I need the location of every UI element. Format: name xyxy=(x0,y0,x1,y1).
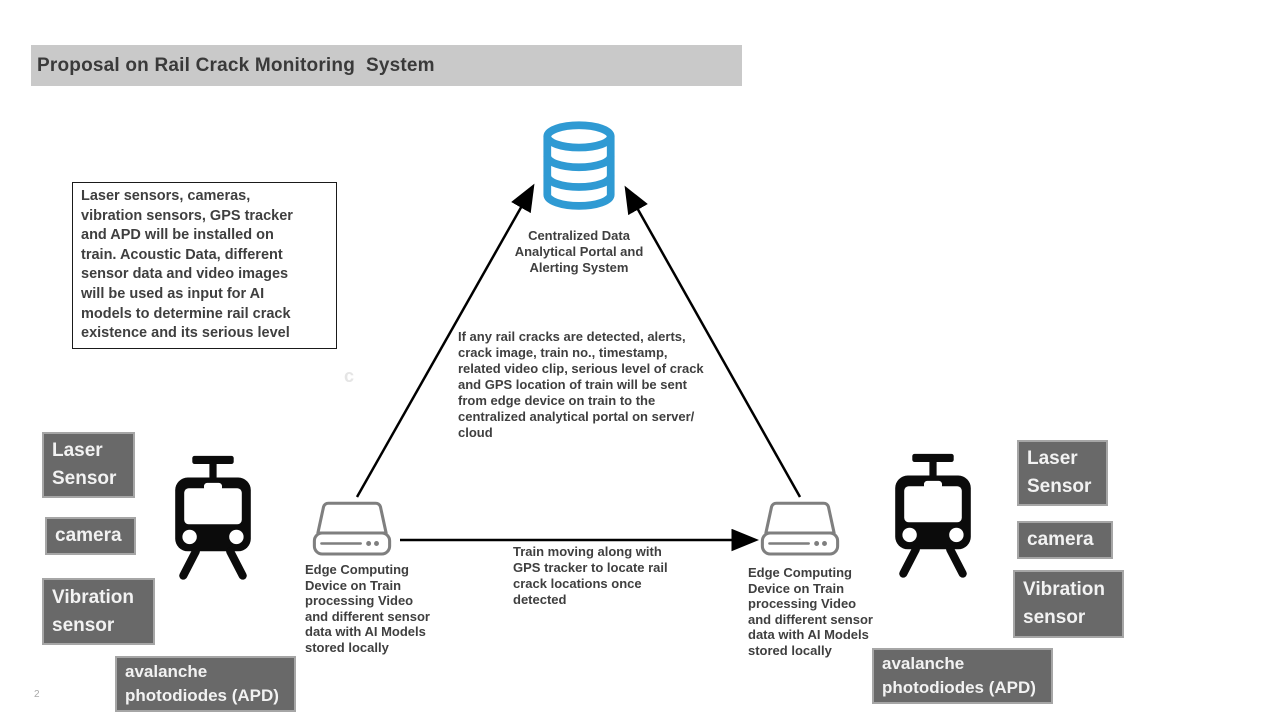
tag-laser-sensor-right: Laser Sensor xyxy=(1017,440,1108,506)
arrow-right-device-to-portal xyxy=(624,185,802,498)
arrow-left-device-to-portal xyxy=(355,183,535,498)
watermark-letter: c xyxy=(344,366,355,386)
tag-camera-left: camera xyxy=(45,517,136,555)
slide-title-bar: Proposal on Rail Crack Monitoring System xyxy=(31,45,742,86)
alert-note: If any rail cracks are detected, alerts,… xyxy=(458,329,704,440)
tag-vibration-sensor-right: Vibration sensor xyxy=(1013,570,1124,638)
edge-device-left-icon xyxy=(308,498,396,561)
tag-vibration-sensor-left: Vibration sensor xyxy=(42,578,155,645)
train-moving-note: Train moving along with GPS tracker to l… xyxy=(513,544,668,607)
page-number: 2 xyxy=(34,689,40,700)
database-label: Centralized Data Analytical Portal and A… xyxy=(514,228,644,275)
edge-device-right-icon xyxy=(756,498,844,561)
slide-title: Proposal on Rail Crack Monitoring System xyxy=(37,54,435,76)
install-note-box: Laser sensors, cameras, vibration sensor… xyxy=(72,182,337,349)
database-icon xyxy=(536,121,622,217)
train-left-icon xyxy=(168,448,258,588)
edge-device-left-label: Edge Computing Device on Train processin… xyxy=(305,562,430,655)
edge-device-right-label: Edge Computing Device on Train processin… xyxy=(748,565,873,658)
tag-laser-sensor-left: Laser Sensor xyxy=(42,432,135,498)
tag-apd-left: avalanche photodiodes (APD) xyxy=(115,656,296,712)
tag-apd-right: avalanche photodiodes (APD) xyxy=(872,648,1053,704)
tag-camera-right: camera xyxy=(1017,521,1113,559)
train-right-icon xyxy=(888,446,978,586)
